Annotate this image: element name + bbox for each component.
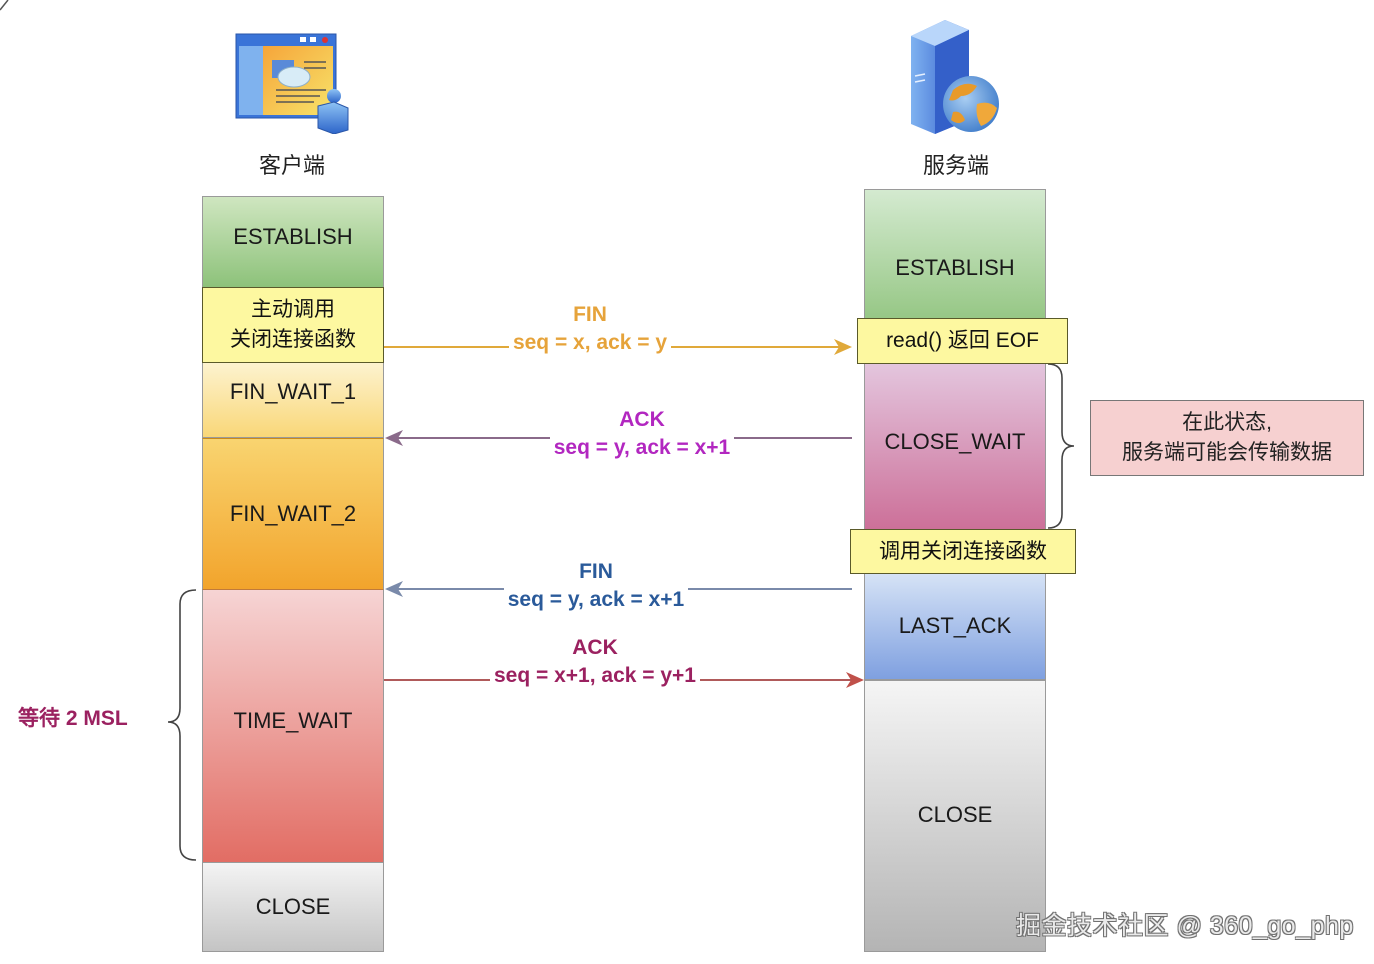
- server-state-establish: ESTABLISH: [864, 189, 1046, 339]
- client-state-fin-wait-1: FIN_WAIT_1: [202, 362, 384, 438]
- client-state-establish: ESTABLISH: [202, 196, 384, 288]
- server-state-close: CLOSE: [864, 680, 1046, 952]
- msg-fin-2: FIN seq = y, ack = x+1: [484, 560, 708, 612]
- msg-fin-2-title: FIN: [579, 560, 613, 583]
- server-side-note: 在此状态, 服务端可能会传输数据: [1090, 400, 1364, 476]
- server-globe-icon: [911, 20, 999, 134]
- msg-ack-2: ACK seq = x+1, ack = y+1: [470, 636, 720, 688]
- server-note-call-close: 调用关闭连接函数: [850, 529, 1076, 574]
- msg-fin-1-detail: seq = x, ack = y: [508, 331, 672, 354]
- brace-2msl: [167, 589, 197, 861]
- msg-ack-2-title: ACK: [572, 636, 618, 659]
- msg-fin-2-detail: seq = y, ack = x+1: [503, 588, 689, 611]
- client-state-close: CLOSE: [202, 862, 384, 952]
- server-state-last-ack: LAST_ACK: [864, 572, 1046, 680]
- msg-ack-1-title: ACK: [619, 408, 665, 431]
- server-label: 服务端: [922, 153, 989, 178]
- client-note-active-close: 主动调用关闭连接函数: [202, 287, 384, 363]
- msg-fin-1-title: FIN: [573, 303, 607, 326]
- client-state-time-wait: TIME_WAIT: [202, 589, 384, 863]
- corner-mark: [0, 0, 9, 11]
- msg-ack-1-detail: seq = y, ack = x+1: [549, 436, 735, 459]
- server-note-read-eof: read() 返回 EOF: [857, 318, 1068, 364]
- client-computer-icon: [235, 33, 349, 134]
- brace-close-wait: [1047, 363, 1075, 529]
- watermark: 掘金技术社区 @ 360_go_php: [1016, 912, 1354, 940]
- client-state-fin-wait-2: FIN_WAIT_2: [202, 438, 384, 590]
- msg-ack-1: ACK seq = y, ack = x+1: [530, 408, 754, 460]
- msg-fin-1: FIN seq = x, ack = y: [490, 303, 690, 355]
- msg-ack-2-detail: seq = x+1, ack = y+1: [489, 664, 700, 687]
- label-2msl: 等待 2 MSL: [18, 707, 128, 730]
- client-label: 客户端: [258, 153, 325, 178]
- server-state-close-wait: CLOSE_WAIT: [864, 360, 1046, 532]
